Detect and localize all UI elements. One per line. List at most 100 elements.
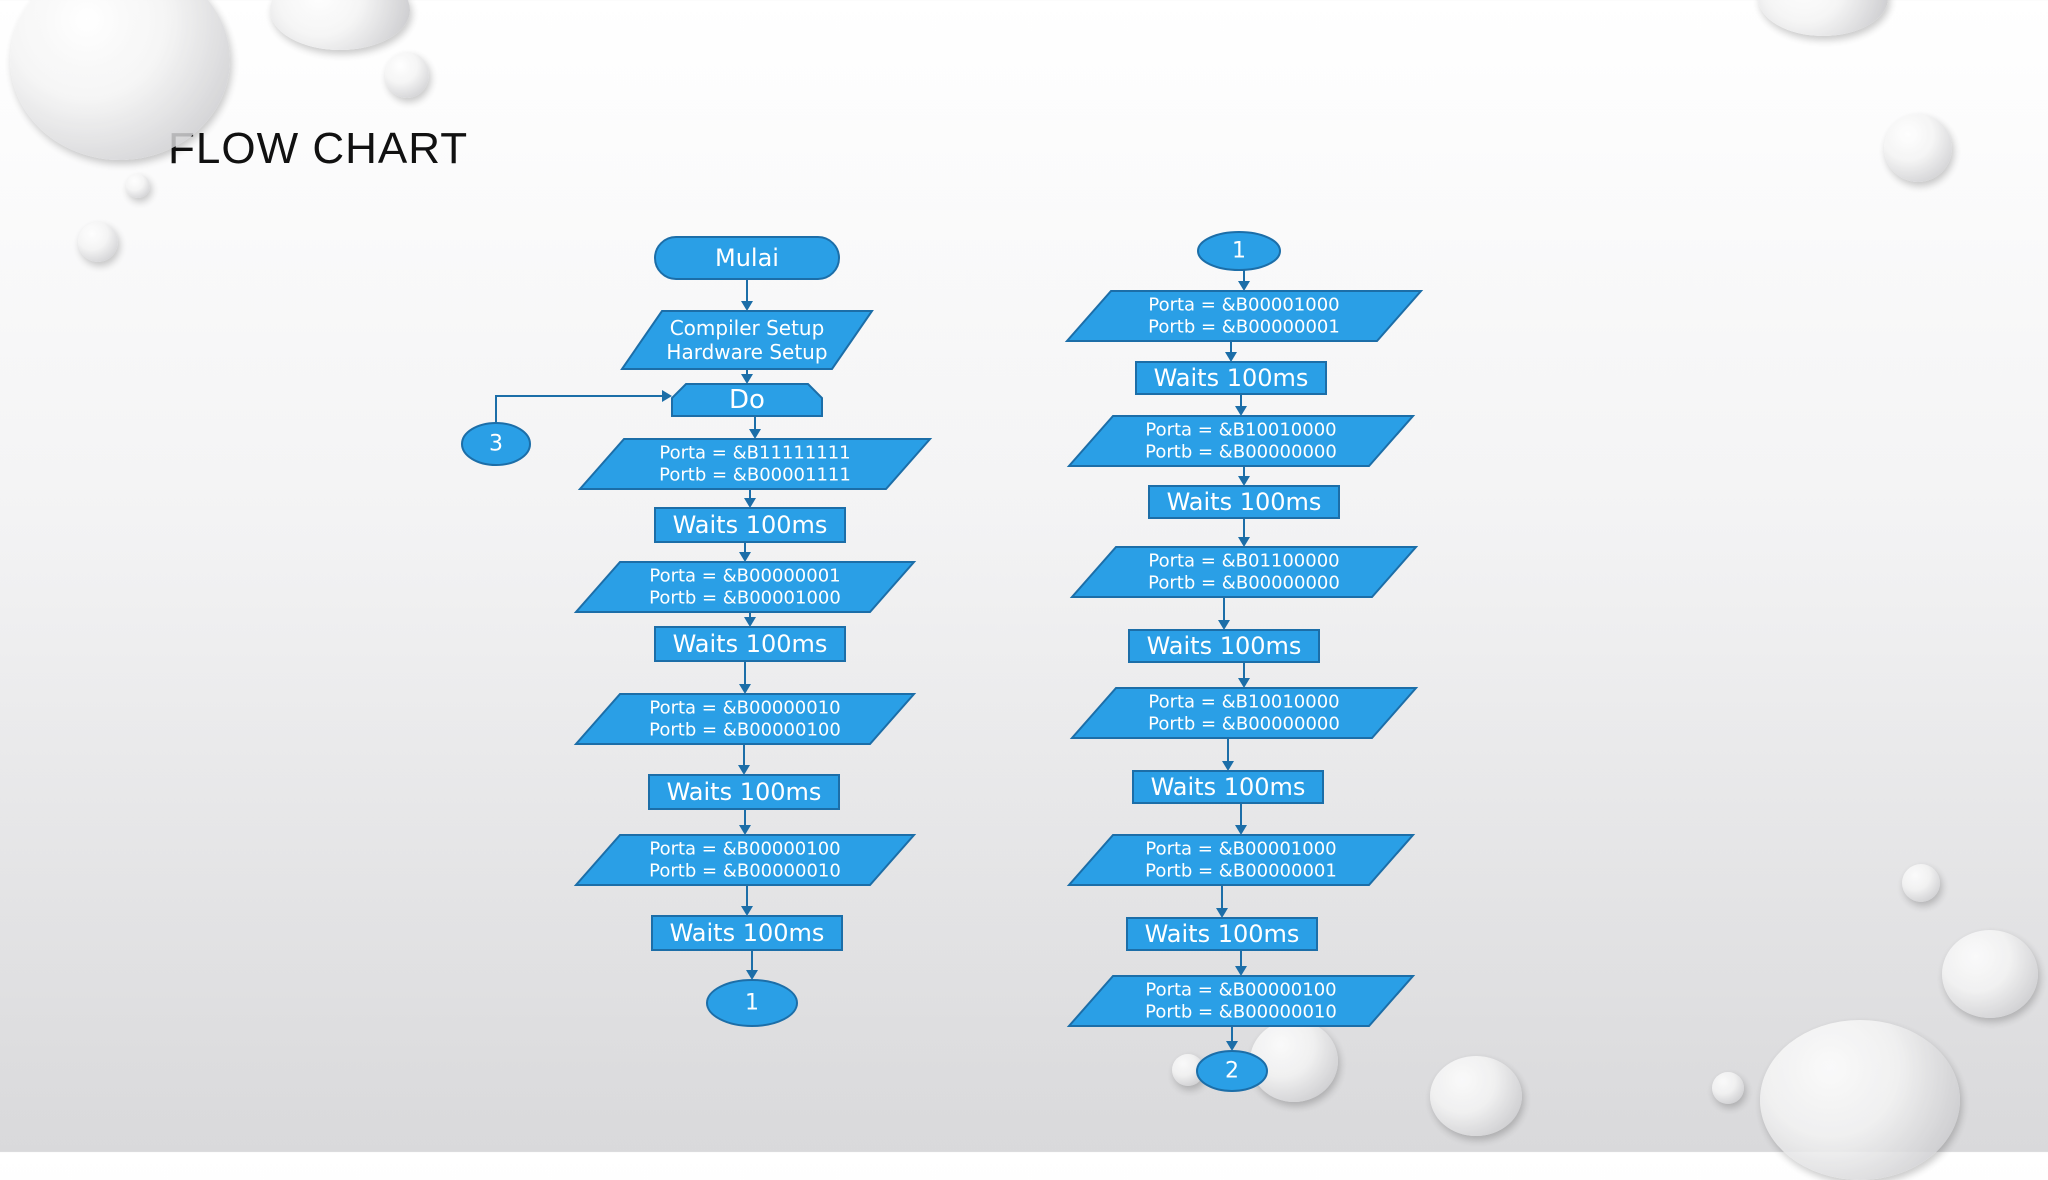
flowchart-arrowhead [741,906,753,916]
water-drop-decoration [1430,1056,1522,1136]
flowchart-node-label: Waits 100ms [673,630,828,658]
flowchart-node-label: Compiler Setup [670,316,825,340]
water-drop-decoration [78,222,118,262]
flowchart-node-c3: 3 [461,422,531,466]
flowchart-node-label: Hardware Setup [666,340,827,364]
flowchart-node-label: Portb = &B00000000 [1145,441,1337,462]
flowchart-node-label: Portb = &B00001000 [649,587,841,608]
flowchart-shape-io [573,834,917,886]
flowchart-shape-io [573,693,917,745]
flowchart-node-label: 2 [1225,1059,1239,1084]
flowchart-arrowhead [738,765,750,775]
flowchart-arrowhead [744,498,756,508]
flowchart-shape-io [577,438,933,490]
flowchart-node-label: Porta = &B11111111 [659,443,850,464]
flowchart-node-do: Do [671,383,823,417]
flowchart-arrowhead [1235,406,1247,416]
flowchart-shape-io [1069,687,1419,739]
flowchart-shape-process [1135,361,1327,395]
water-drop-decoration [1884,114,1952,182]
flowchart-node-label: Porta = &B00000100 [1145,980,1336,1001]
flowchart-shape-io [620,310,874,370]
flowchart-node-label: Porta = &B00000010 [649,698,840,719]
flowchart-arrowhead [739,825,751,835]
flowchart-node-RW4: Waits 100ms [1132,770,1324,804]
flowchart-shape-connector [461,422,531,466]
flowchart-arrowhead [739,684,751,694]
flowchart-node-label: Porta = &B00000001 [649,566,840,587]
flowchart-node-LW3: Waits 100ms [648,774,840,810]
water-drop-decoration [10,0,230,160]
flowchart-shape-io [1066,834,1416,886]
flowchart-shape-connector [1196,1050,1268,1092]
flowchart-node-LW2: Waits 100ms [654,626,846,662]
water-drop-decoration [1942,930,2038,1018]
flowchart-node-label: Waits 100ms [667,778,822,806]
flowchart-node-LW4: Waits 100ms [651,915,843,951]
flowchart-arrowhead [1222,761,1234,771]
flowchart-node-label: Porta = &B00001000 [1148,295,1339,316]
flowchart-shape-io [1066,415,1416,467]
flowchart-node-label: 3 [489,432,503,457]
water-drop-decoration [126,174,150,198]
flowchart-shape-terminator [654,236,840,280]
flowchart-arrowhead [1216,908,1228,918]
flowchart-shape-process [651,915,843,951]
flowchart-node-label: Waits 100ms [1167,488,1322,516]
flowchart-shape-connector [706,979,798,1027]
flowchart-shape-process [648,774,840,810]
flowchart-arrowhead [1218,620,1230,630]
flowchart-arrowhead [1225,352,1237,362]
flowchart-shape-io [573,561,917,613]
flowchart-node-label: Porta = &B10010000 [1145,420,1336,441]
flowchart-arrowhead [1238,281,1250,291]
water-drop-decoration [1902,864,1940,902]
flowchart-arrowhead [744,617,756,627]
flowchart-node-label: Waits 100ms [1151,773,1306,801]
flowchart-node-RW2: Waits 100ms [1148,485,1340,519]
flowchart-node-label: 1 [745,991,759,1016]
flowchart-arrowhead [741,301,753,311]
flowchart-arrowhead [741,374,753,384]
flowchart-node-mulai: Mulai [654,236,840,280]
flowchart-shape-process [654,626,846,662]
flowchart-arrowhead [739,552,751,562]
flowchart-node-RW5: Waits 100ms [1126,917,1318,951]
flowchart-node-label: Portb = &B00001111 [659,464,851,485]
flowchart-node-label: Portb = &B00000000 [1148,572,1340,593]
flowchart-shape-io [1066,975,1416,1027]
water-drop-decoration [1712,1072,1744,1104]
flowchart-arrowhead [1235,966,1247,976]
water-drop-decoration [1250,1020,1338,1102]
slide-title: FLOW CHART [168,124,469,173]
flowchart-node-label: Portb = &B00000000 [1148,713,1340,734]
flowchart-node-label: Mulai [715,244,779,272]
flowchart-arrowhead [746,970,758,980]
flowchart-arrowhead [1238,678,1250,688]
flowchart-node-label: Porta = &B00000100 [649,839,840,860]
flowchart-shape-process [1148,485,1340,519]
flowchart-shape-process [1132,770,1324,804]
flowchart-arrowhead [1238,476,1250,486]
flowchart-node-label: Portb = &B00000001 [1145,860,1337,881]
flowchart-node-c1b: 1 [1197,231,1281,271]
flowchart-node-c2: 2 [1196,1050,1268,1092]
flowchart-node-label: Portb = &B00000100 [649,719,841,740]
flowchart-node-label: Porta = &B00001000 [1145,839,1336,860]
flowchart-shape-loop [671,383,823,417]
flowchart-arrowhead [1238,537,1250,547]
flowchart-node-label: Do [729,385,765,415]
flowchart-node-label: Porta = &B10010000 [1148,692,1339,713]
flowchart-shape-io [1069,546,1419,598]
flowchart-node-label: Porta = &B01100000 [1148,551,1339,572]
flowchart-arrowhead [662,390,672,402]
